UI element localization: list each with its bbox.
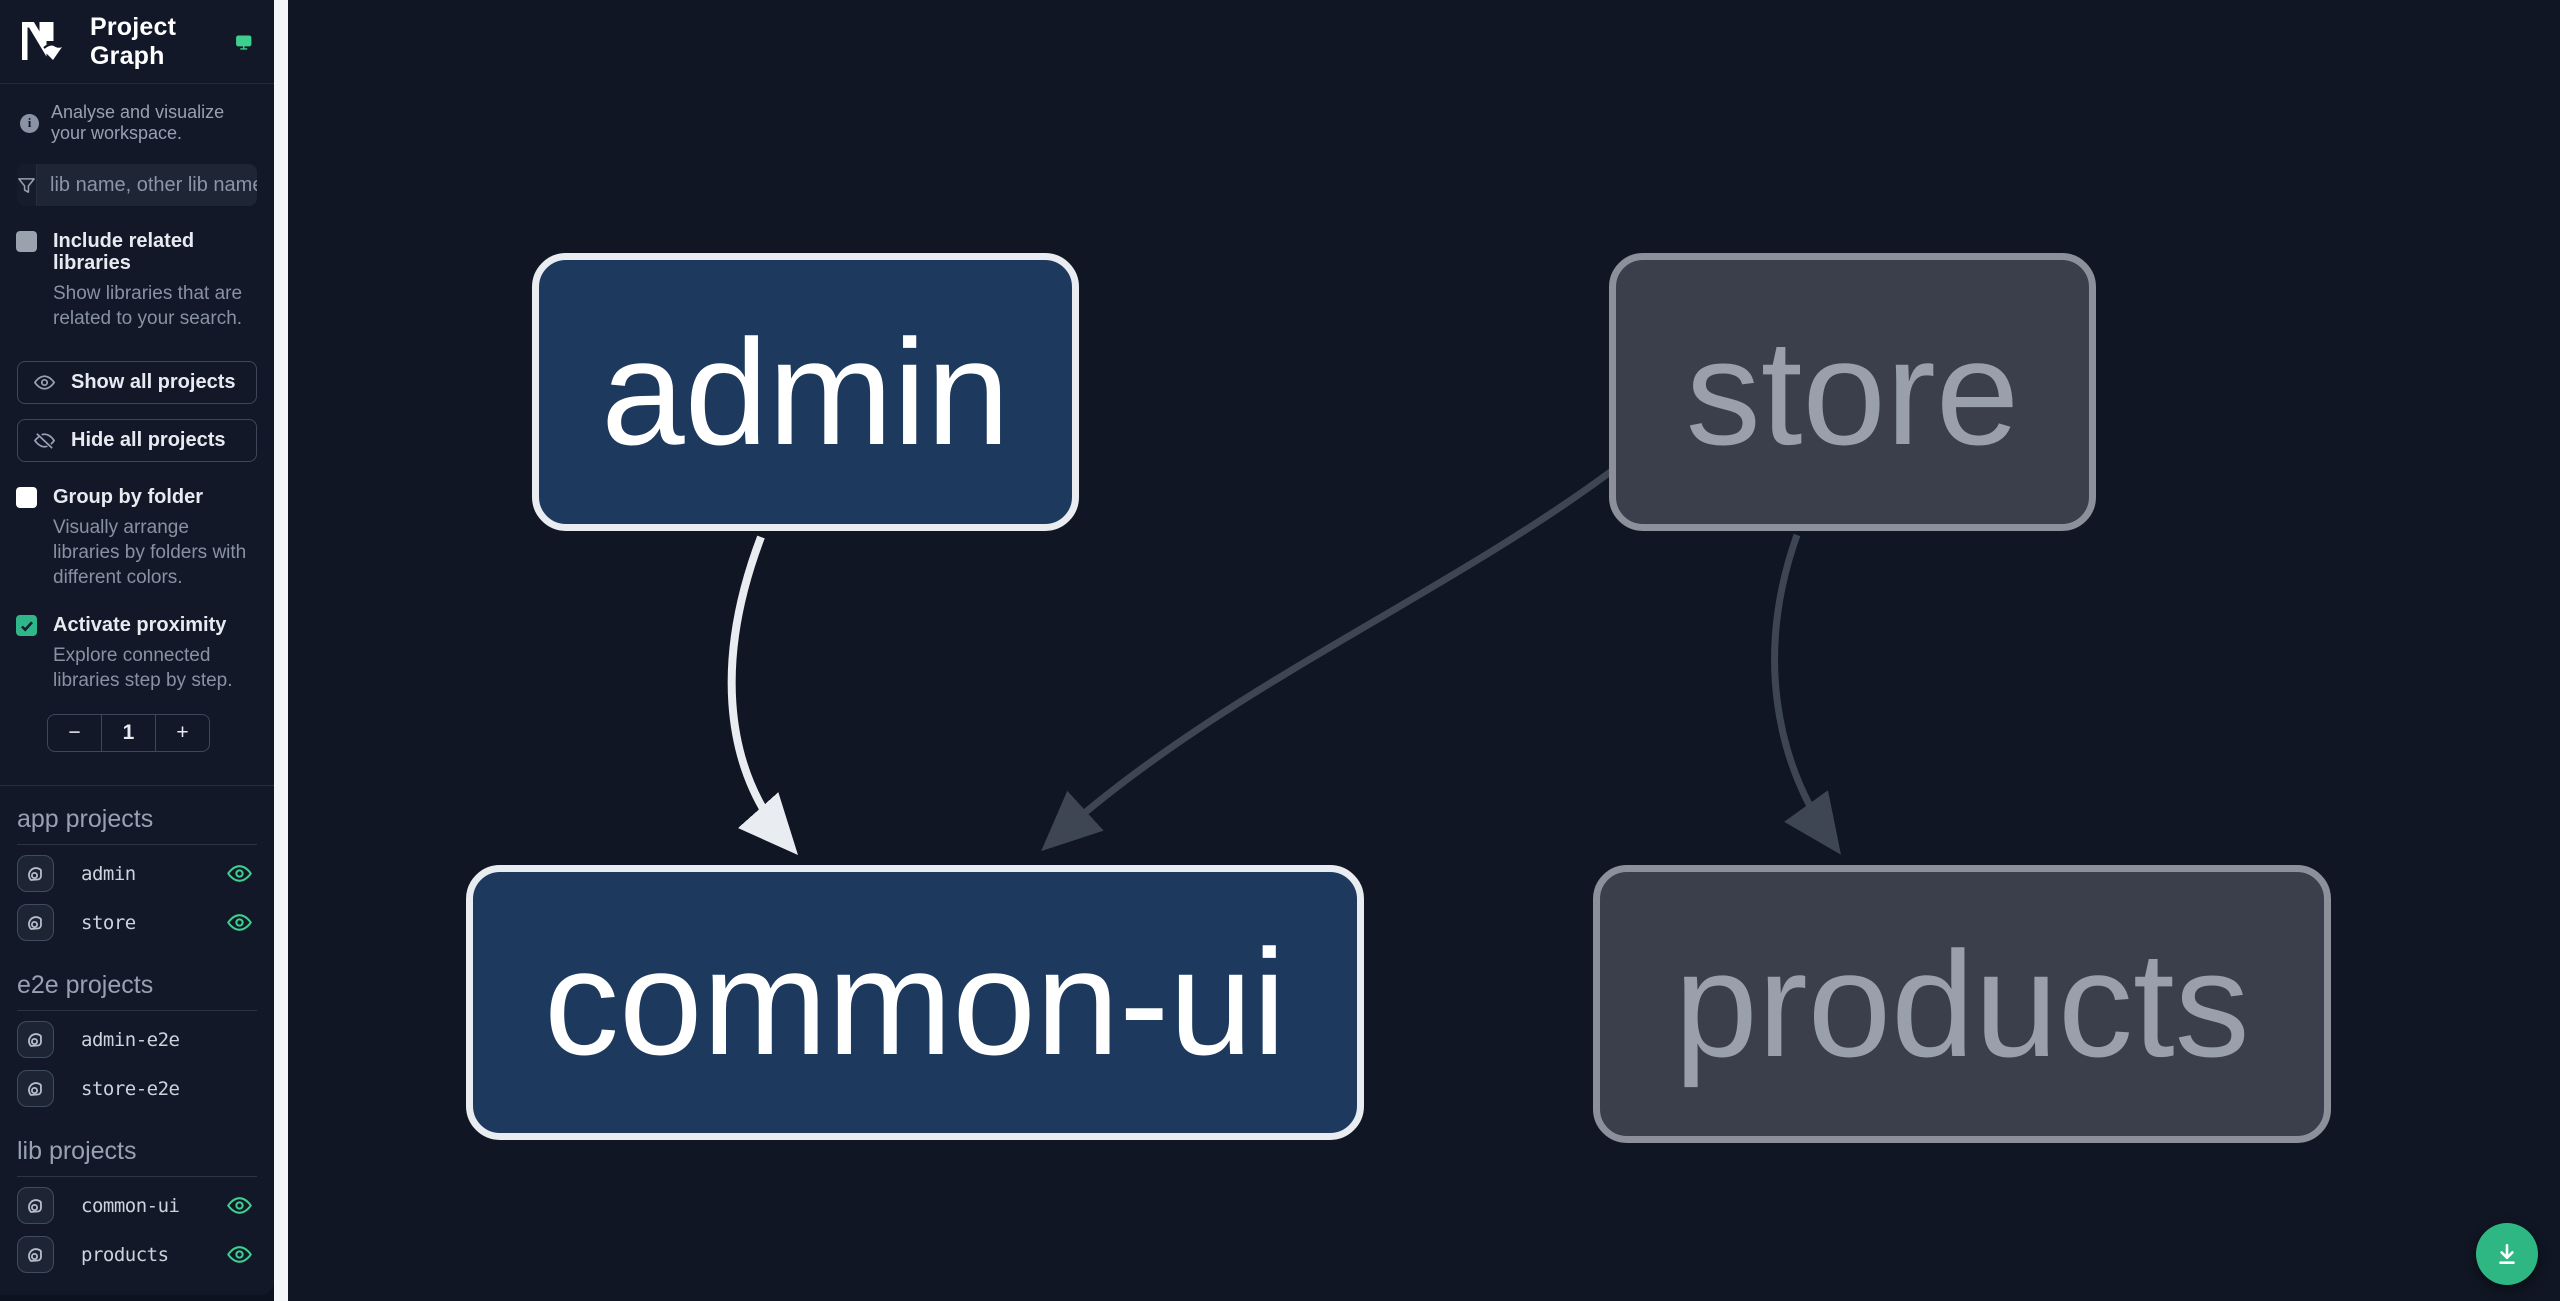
- focus-icon: [27, 866, 42, 881]
- app-title: Project Graph: [90, 12, 177, 70]
- project-row-store: store: [17, 903, 257, 943]
- focus-icon: [27, 1198, 42, 1213]
- focus-icon: [27, 1032, 42, 1047]
- focus-icon: [27, 915, 42, 930]
- graph-node-products[interactable]: products: [1593, 865, 2331, 1143]
- graph-node-common-ui[interactable]: common-ui: [466, 865, 1364, 1140]
- group-by-folder-checkbox[interactable]: [16, 487, 37, 509]
- info-icon: i: [20, 113, 39, 133]
- project-row-store-e2e: store-e2e: [17, 1069, 257, 1109]
- check-icon: [20, 621, 33, 632]
- option-include-related: Include related libraries Show libraries…: [0, 230, 274, 331]
- show-all-projects-button[interactable]: Show all projects: [17, 361, 257, 405]
- focus-project-button[interactable]: [17, 1070, 54, 1108]
- section-e2e-projects: e2e projects admin-e2e store-e2e: [0, 971, 274, 1109]
- download-button[interactable]: [2476, 1223, 2538, 1285]
- download-icon: [2499, 1244, 2515, 1264]
- graph-edges: [727, 467, 1841, 855]
- project-row-common-ui: common-ui: [17, 1186, 257, 1226]
- focus-project-button[interactable]: [17, 1021, 54, 1059]
- filter-box: [17, 164, 257, 206]
- toggle-visibility-eye-icon[interactable]: [226, 1241, 253, 1268]
- group-by-folder-label: Group by folder: [53, 486, 203, 509]
- include-related-label: Include related libraries: [53, 230, 195, 274]
- edge-store-products: [1771, 533, 1841, 855]
- proximity-increment-button[interactable]: +: [155, 714, 209, 751]
- include-related-description: Show libraries that are related to your …: [53, 283, 243, 330]
- hide-all-projects-label: Hide all projects: [71, 429, 226, 452]
- eye-icon: [33, 375, 56, 390]
- monitor-icon[interactable]: [235, 30, 253, 54]
- activate-proximity-checkbox[interactable]: [16, 615, 37, 637]
- project-name[interactable]: admin-e2e: [81, 1028, 180, 1051]
- project-row-admin: admin: [17, 854, 257, 894]
- sidebar-divider: [274, 0, 288, 1301]
- activate-proximity-description: Explore connected libraries step by step…: [53, 645, 233, 692]
- sidebar-section-divider: [0, 784, 274, 786]
- edge-admin-common-ui: [727, 535, 798, 855]
- toggle-visibility-eye-icon[interactable]: [226, 860, 253, 887]
- activate-proximity-label: Activate proximity: [53, 614, 227, 637]
- edge-store-common-ui: [1041, 467, 1616, 852]
- nx-logo-icon: [22, 21, 62, 60]
- section-app-projects: app projects admin: [0, 805, 274, 943]
- section-title: e2e projects: [17, 971, 257, 1011]
- project-name[interactable]: common-ui: [81, 1194, 180, 1217]
- project-name[interactable]: products: [81, 1243, 169, 1266]
- section-title: lib projects: [17, 1137, 257, 1177]
- include-related-checkbox[interactable]: [16, 231, 37, 252]
- eye-off-icon: [33, 433, 56, 449]
- graph-node-store[interactable]: store: [1609, 253, 2096, 531]
- toggle-visibility-eye-icon[interactable]: [226, 1192, 253, 1219]
- project-name[interactable]: store-e2e: [81, 1077, 180, 1100]
- node-label: admin: [601, 307, 1010, 476]
- filter-input[interactable]: [37, 164, 257, 206]
- sidebar: Project Graph i Analyse and visualize yo…: [0, 0, 274, 1295]
- focus-icon: [27, 1247, 42, 1262]
- focus-project-button[interactable]: [17, 1236, 54, 1274]
- project-row-products: products: [17, 1235, 257, 1275]
- option-group-by-folder: Group by folder Visually arrange librari…: [0, 486, 274, 590]
- focus-project-button[interactable]: [17, 904, 54, 942]
- section-lib-projects: lib projects common-ui: [0, 1137, 274, 1275]
- proximity-decrement-button[interactable]: −: [68, 720, 81, 744]
- focus-icon: [27, 1081, 42, 1096]
- node-label: common-ui: [544, 918, 1286, 1086]
- funnel-icon: [17, 164, 37, 206]
- project-name[interactable]: store: [81, 911, 136, 934]
- hide-all-projects-button[interactable]: Hide all projects: [17, 419, 257, 463]
- option-activate-proximity: Activate proximity Explore connected lib…: [0, 614, 274, 693]
- show-all-projects-label: Show all projects: [71, 371, 236, 394]
- proximity-value: 1: [101, 714, 155, 751]
- sidebar-header: Project Graph: [0, 0, 274, 84]
- graph-node-admin[interactable]: admin: [532, 253, 1079, 531]
- project-visibility-buttons: Show all projects Hide all projects: [0, 361, 274, 463]
- section-title: app projects: [17, 805, 257, 845]
- proximity-stepper: − 1 +: [47, 713, 210, 752]
- workspace-info-text: Analyse and visualize your workspace.: [51, 102, 225, 143]
- workspace-info: i Analyse and visualize your workspace.: [0, 84, 274, 148]
- graph-canvas[interactable]: admin store common-ui products: [288, 0, 2560, 1301]
- node-label: products: [1674, 919, 2250, 1088]
- focus-project-button[interactable]: [17, 1187, 54, 1225]
- project-name[interactable]: admin: [81, 862, 136, 885]
- toggle-visibility-eye-icon[interactable]: [226, 909, 253, 936]
- focus-project-button[interactable]: [17, 855, 54, 893]
- project-row-admin-e2e: admin-e2e: [17, 1020, 257, 1060]
- group-by-folder-description: Visually arrange libraries by folders wi…: [53, 517, 247, 589]
- node-label: store: [1685, 307, 2020, 476]
